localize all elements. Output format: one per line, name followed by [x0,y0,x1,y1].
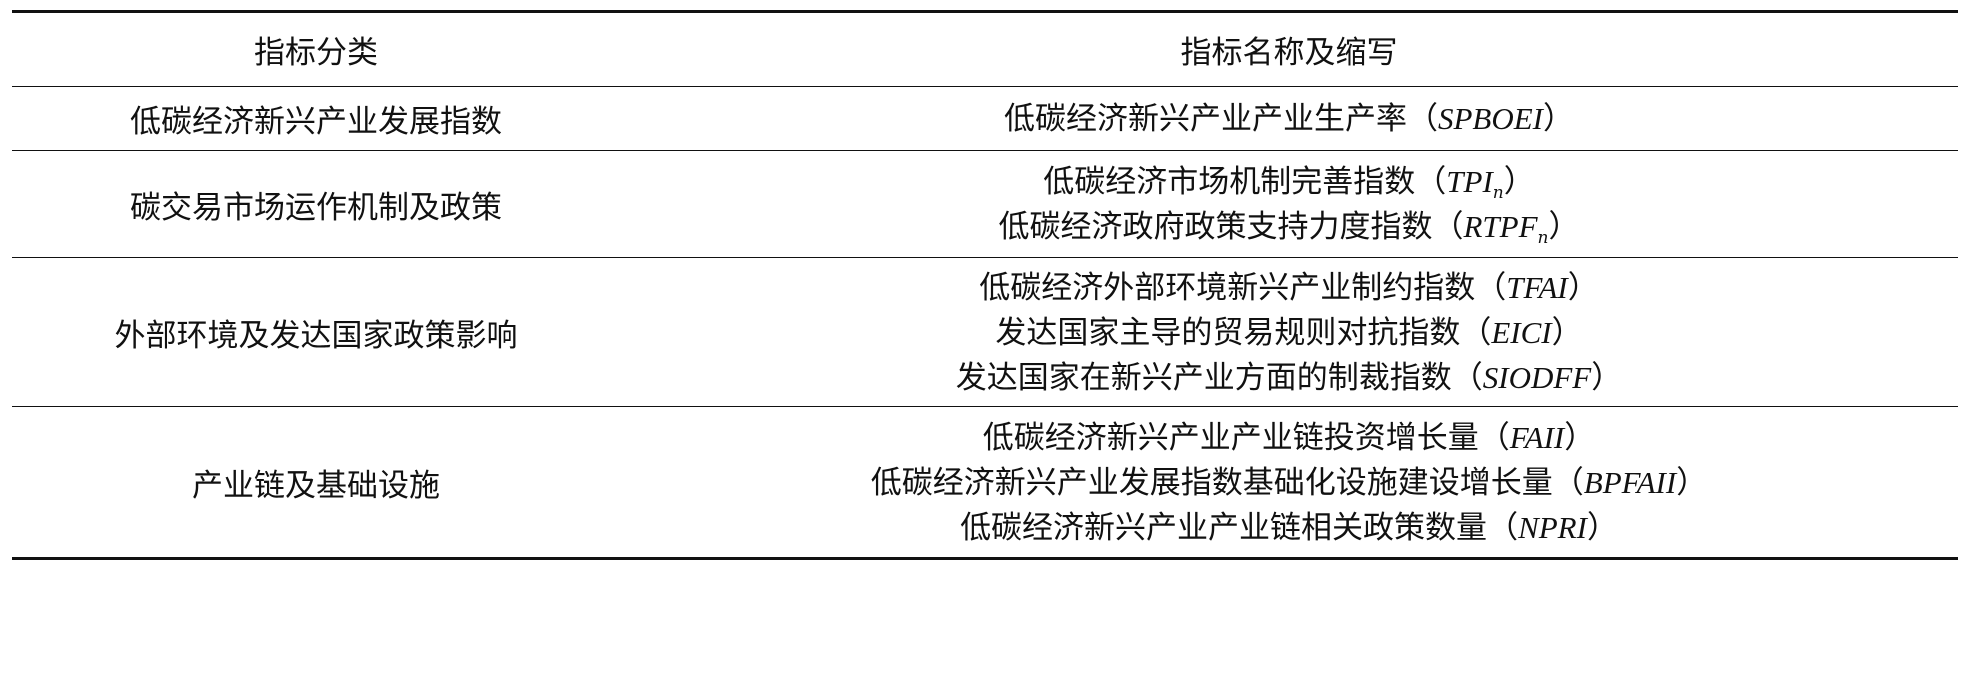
table-row: 产业链及基础设施低碳经济新兴产业产业链投资增长量（FAII）低碳经济新兴产业发展… [12,406,1958,560]
indicator-name-list: 低碳经济新兴产业产业生产率（SPBOEI） [620,96,1958,141]
open-paren: （ [1460,314,1492,351]
close-paren: ） [1567,269,1599,306]
indicator-abbreviation: RTPF [1463,209,1538,244]
indicator-name: 发达国家主导的贸易规则对抗指数 [995,314,1461,351]
indicator-name: 低碳经济新兴产业产业链投资增长量 [982,419,1479,456]
indicator-name-item: 发达国家主导的贸易规则对抗指数（EICI） [995,310,1582,355]
indicator-name: 发达国家在新兴产业方面的制裁指数 [955,359,1452,396]
close-paren: ） [1676,464,1708,501]
header-category: 指标分类 [12,10,620,87]
indicator-abbreviation: BPFAII [1583,464,1677,500]
open-paren: （ [1475,269,1507,306]
indicator-name-item: 低碳经济政府政策支持力度指数（RTPFn） [998,204,1579,249]
table-row: 外部环境及发达国家政策影响低碳经济外部环境新兴产业制约指数（TFAI）发达国家主… [12,257,1958,407]
indicator-name-item: 低碳经济市场机制完善指数（TPIn） [1043,159,1534,204]
table-row: 碳交易市场运作机制及政策低碳经济市场机制完善指数（TPIn）低碳经济政府政策支持… [12,150,1958,258]
indicator-abbreviation: TPI [1446,164,1493,199]
indicator-abbreviation: NPRI [1518,509,1587,545]
table-body: 低碳经济新兴产业发展指数低碳经济新兴产业产业生产率（SPBOEI）碳交易市场运作… [12,86,1958,560]
category-cell: 碳交易市场运作机制及政策 [12,150,620,258]
indicator-name: 低碳经济新兴产业产业链相关政策数量 [960,509,1488,546]
indicator-abbreviation: EICI [1491,314,1552,350]
indicator-name-list: 低碳经济新兴产业产业链投资增长量（FAII）低碳经济新兴产业发展指数基础化设施建… [620,415,1958,550]
close-paren: ） [1548,209,1580,245]
indicator-name-item: 低碳经济新兴产业产业链相关政策数量（NPRI） [960,505,1618,550]
indicator-name: 低碳经济政府政策支持力度指数 [998,209,1433,245]
table-row: 低碳经济新兴产业发展指数 低碳经济新兴产业产业生产率（SPBOEI） [12,86,1958,151]
open-paren: （ [1415,164,1447,200]
table-header-row: 指标分类 指标名称及缩写 [12,10,1958,87]
indicator-abbreviation: SPBOEI [1437,101,1544,136]
close-paren: ） [1591,359,1623,396]
header-indicator-name: 指标名称及缩写 [620,10,1958,87]
category-cell: 外部环境及发达国家政策影响 [12,257,620,407]
indicator-name: 低碳经济外部环境新兴产业制约指数 [979,269,1476,306]
open-paren: （ [1406,101,1438,137]
indicator-name: 低碳经济新兴产业发展指数基础化设施建设增长量 [870,464,1553,501]
indicator-table: 指标分类 指标名称及缩写 低碳经济新兴产业发展指数低碳经济新兴产业产业生产率（S… [12,10,1958,560]
close-paren: ） [1503,164,1535,200]
indicator-abbreviation: TFAI [1506,269,1568,305]
category-cell: 产业链及基础设施 [12,406,620,560]
open-paren: （ [1552,464,1584,501]
close-paren: ） [1564,419,1596,456]
indicator-abbreviation: FAII [1509,419,1565,455]
open-paren: （ [1478,419,1510,456]
indicator-name-list: 低碳经济外部环境新兴产业制约指数（TFAI）发达国家主导的贸易规则对抗指数（EI… [620,265,1958,400]
indicator-name-item: 低碳经济新兴产业产业链投资增长量（FAII） [983,415,1596,460]
indicator-names-cell: 低碳经济市场机制完善指数（TPIn）低碳经济政府政策支持力度指数（RTPFn） [620,150,1958,258]
open-paren: （ [1487,509,1519,546]
close-paren: ） [1543,101,1575,137]
indicator-name-item: 低碳经济新兴产业产业生产率（SPBOEI） [1004,96,1574,141]
indicator-names-cell: 低碳经济外部环境新兴产业制约指数（TFAI）发达国家主导的贸易规则对抗指数（EI… [620,257,1958,407]
indicator-name-item: 发达国家在新兴产业方面的制裁指数（SIODFF） [956,355,1622,400]
category-cell: 低碳经济新兴产业发展指数 [12,86,620,151]
indicator-table-container: 指标分类 指标名称及缩写 低碳经济新兴产业发展指数低碳经济新兴产业产业生产率（S… [12,10,1958,560]
indicator-name-list: 低碳经济市场机制完善指数（TPIn）低碳经济政府政策支持力度指数（RTPFn） [620,159,1958,249]
close-paren: ） [1551,314,1583,351]
indicator-names-cell: 低碳经济新兴产业产业生产率（SPBOEI） [620,86,1958,151]
indicator-names-cell: 低碳经济新兴产业产业链投资增长量（FAII）低碳经济新兴产业发展指数基础化设施建… [620,406,1958,560]
indicator-name-item: 低碳经济新兴产业发展指数基础化设施建设增长量（BPFAII） [871,460,1707,505]
indicator-abbreviation: SIODFF [1482,359,1592,395]
indicator-name: 低碳经济市场机制完善指数 [1043,164,1416,200]
indicator-name: 低碳经济新兴产业产业生产率 [1003,101,1407,137]
indicator-abbreviation-subscript: n [1537,228,1549,248]
indicator-name-item: 低碳经济外部环境新兴产业制约指数（TFAI） [979,265,1598,310]
open-paren: （ [1432,209,1464,245]
indicator-abbreviation-subscript: n [1492,183,1504,203]
close-paren: ） [1586,509,1618,546]
open-paren: （ [1451,359,1483,396]
